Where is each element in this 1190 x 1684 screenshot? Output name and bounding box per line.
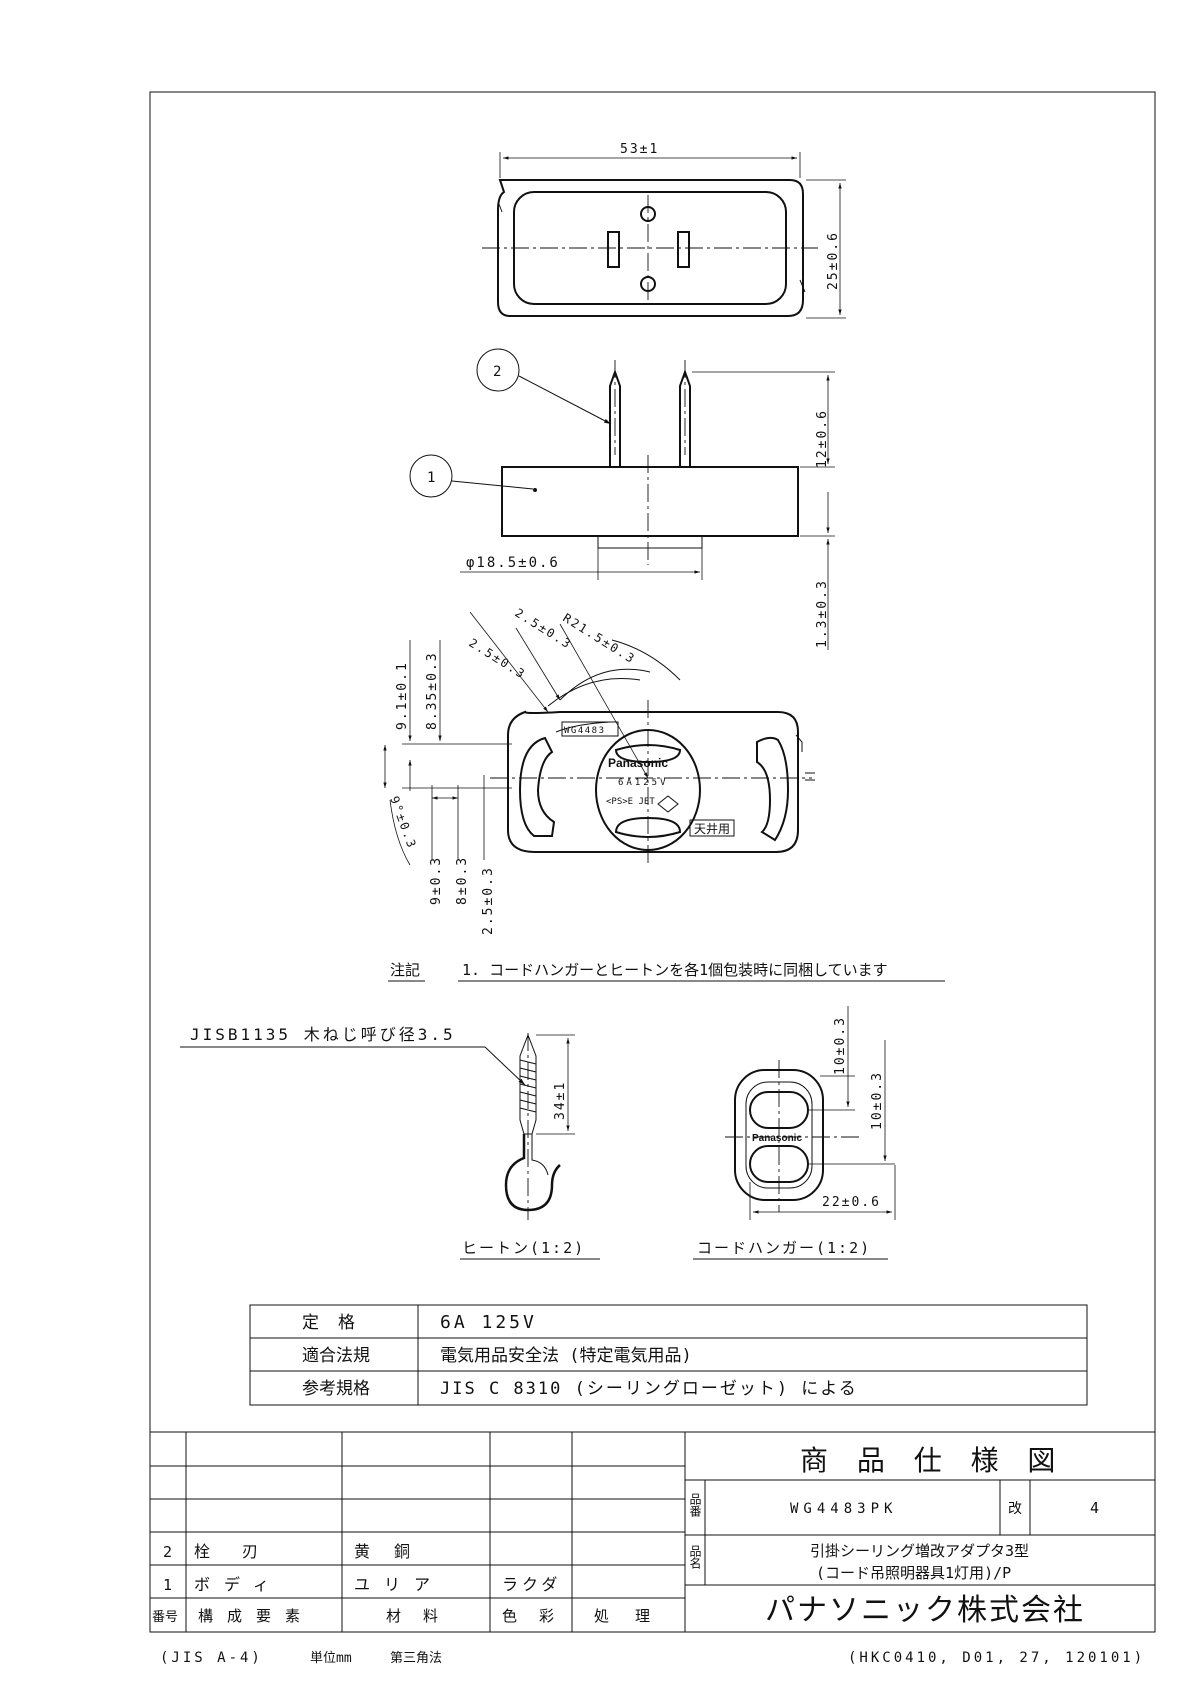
product-name-line1: 引掛シーリング増改アダプタ3型 [810, 1542, 1029, 1560]
part-2-component: 栓 刃 [194, 1542, 258, 1561]
header-material: 材料 [386, 1607, 460, 1625]
hanger-dim-mid: 10±0.3 [870, 1071, 885, 1130]
diameter-dim: φ18.5±0.6 [466, 555, 560, 571]
header-color: 色彩 [502, 1607, 576, 1625]
hanger-dim-top: 10±0.3 [833, 1016, 848, 1075]
spec-label-1: 定 格 [302, 1313, 356, 1333]
ps-label: <PS>E JET [606, 797, 655, 807]
brand-label: Panasonic [608, 756, 668, 770]
balloon-1-label: 1 [427, 470, 435, 486]
footer-unit: 単位mm [310, 1650, 352, 1666]
hanger-brand: Panasonic [752, 1133, 802, 1144]
screw-hook: JISB1135 木ねじ呼び径3.5 34±1 ヒートン(1:2) [180, 1025, 600, 1260]
spec-value-3: JIS C 8310 (シーリングローゼット) による [440, 1379, 858, 1399]
sheet-border [149, 91, 1156, 1633]
balloon-2 [476, 348, 520, 392]
dim-h: 2.5±0.3 [481, 866, 496, 935]
note: 注記 1. コードハンガーとヒートンを各1個包装時に同梱しています [388, 961, 945, 982]
part-1-material: ユリア [354, 1575, 444, 1594]
footer-paper: (JIS A-4) [160, 1650, 263, 1666]
part-1-color: ラクダ [502, 1575, 561, 1594]
rating-label: 6A125V [618, 778, 669, 788]
spec-label-3: 参考規格 [302, 1379, 370, 1399]
dim-b: 8.35±0.3 [425, 651, 440, 730]
screw-length-dim: 34±1 [553, 1081, 568, 1120]
pin-length-dim: 12±0.6 [815, 409, 830, 468]
top-view: 53±1 25±0.6 [482, 142, 846, 319]
dim-a: 9.1±0.1 [395, 661, 410, 730]
cord-hanger: Panasonic 10±0.3 10±0.3 22±0.6 コードハンガー(1… [693, 1006, 896, 1260]
part-1-component: ボディ [194, 1575, 283, 1594]
revision-label: 改 [1008, 1501, 1022, 1517]
note-text: 1. コードハンガーとヒートンを各1個包装時に同梱しています [462, 961, 888, 979]
note-heading: 注記 [390, 961, 420, 979]
product-name-label: 品名 [688, 1545, 702, 1569]
product-no-label: 品番 [688, 1493, 702, 1518]
spec-value-1: 6A 125V [440, 1312, 537, 1333]
hook-caption: ヒートン(1:2) [462, 1239, 585, 1257]
spec-value-2: 電気用品安全法 (特定電気用品) [440, 1346, 692, 1366]
footer-projection: 第三角法 [390, 1651, 442, 1666]
part-2-material: 黄 銅 [354, 1542, 414, 1561]
ceiling-label: 天井用 [694, 822, 730, 836]
top-width-dim: 53±1 [620, 142, 659, 157]
drawing-title: 商 品 仕 様 図 [800, 1444, 1061, 1477]
model-label: WG4483 [564, 726, 606, 736]
revision: 4 [1090, 1499, 1099, 1517]
top-height-dim: 25±0.6 [826, 231, 841, 290]
side-view: 2 1 12±0.6 1.3±0.3 φ18.5±0.6 [409, 348, 835, 650]
balloon-2-label: 2 [493, 364, 501, 380]
dim-f: 9±0.3 [429, 856, 444, 905]
angle-dim-d: 2.5±0.3 [466, 636, 528, 682]
company-name: パナソニック株式会社 [765, 1593, 1085, 1628]
bottom-view: Panasonic 6A125V <PS>E JET WG4483 天井用 2.… [383, 606, 815, 935]
header-finish: 処理 [594, 1607, 676, 1625]
angle-dim-c: 2.5±0.3 [512, 606, 574, 652]
balloon-1 [409, 454, 453, 498]
spec-table: 定 格 6A 125V 適合法規 電気用品安全法 (特定電気用品) 参考規格 J… [249, 1304, 1088, 1406]
hanger-width-dim: 22±0.6 [822, 1195, 881, 1210]
base-height-dim: 1.3±0.3 [815, 579, 830, 648]
dim-e: 9°±0.3 [387, 794, 419, 851]
dim-g: 8±0.3 [455, 856, 470, 905]
product-no: WG4483PK [790, 1501, 897, 1517]
product-name-line2: (コード吊照明器具1灯用)/P [816, 1564, 1011, 1582]
hanger-caption: コードハンガー(1:2) [697, 1239, 871, 1257]
parts-table: 2 栓 刃 黄 銅 1 ボディ ユリア ラクダ 番号 構成要素 材料 色彩 処理 [150, 1431, 1155, 1632]
screw-spec: JISB1135 木ねじ呼び径3.5 [190, 1025, 456, 1044]
title-block: 商 品 仕 様 図 品番 WG4483PK 改 4 品名 引掛シーリング増改アダ… [685, 1444, 1155, 1628]
spec-label-2: 適合法規 [302, 1346, 370, 1366]
header-no: 番号 [152, 1610, 178, 1625]
part-1-no: 1 [163, 1576, 172, 1594]
footer: (JIS A-4) 単位mm 第三角法 (HKC0410, D01, 27, 1… [160, 1650, 1145, 1666]
footer-doc-code: (HKC0410, D01, 27, 120101) [848, 1650, 1145, 1666]
part-2-no: 2 [163, 1543, 172, 1561]
header-component: 構成要素 [198, 1607, 314, 1625]
